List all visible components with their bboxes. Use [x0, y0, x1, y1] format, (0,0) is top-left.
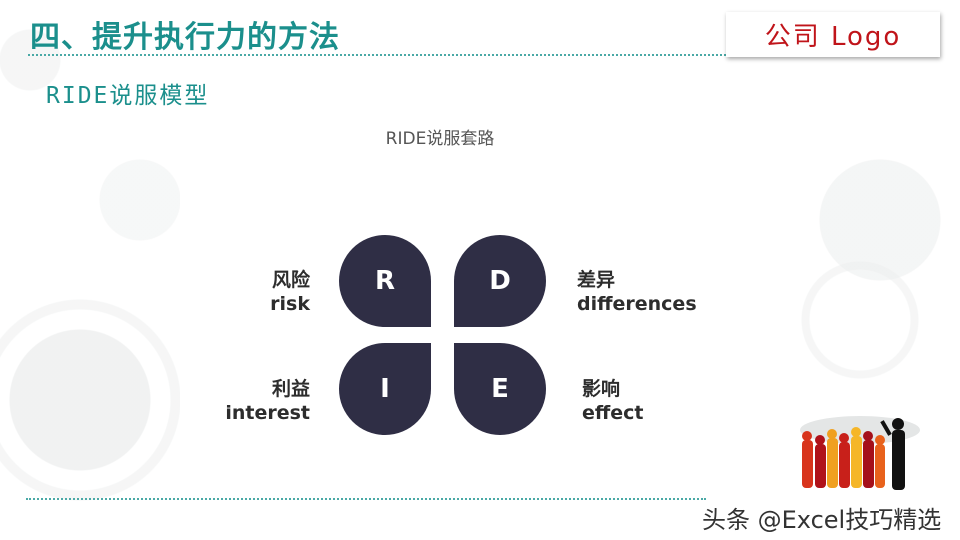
label-en: interest: [225, 402, 310, 424]
label-zh: 风险: [271, 269, 310, 291]
petal-letter: D: [489, 266, 511, 296]
label-effect: 影响 effect: [582, 377, 644, 425]
title-divider: [28, 54, 726, 56]
label-zh: 差异: [577, 269, 616, 291]
logo-text: 公司 Logo: [764, 22, 902, 52]
slide-title: 四、提升执行力的方法: [30, 20, 340, 55]
petal-e: E: [454, 343, 546, 435]
petal-i: I: [339, 343, 431, 435]
company-logo: 公司 Logo: [726, 12, 940, 57]
label-differences: 差异 differences: [577, 268, 697, 316]
footer-divider: [26, 498, 706, 500]
label-zh: 影响: [582, 378, 621, 400]
label-en: differences: [577, 293, 697, 315]
label-zh: 利益: [271, 378, 310, 400]
label-en: effect: [582, 402, 644, 424]
petal-letter: I: [380, 374, 390, 404]
petal-d: D: [454, 235, 546, 327]
petal-letter: R: [374, 266, 396, 296]
business-people-illustration: [800, 416, 920, 490]
label-risk: 风险 risk: [270, 268, 310, 316]
watermark: 头条 @Excel技巧精选: [702, 506, 942, 534]
label-en: risk: [270, 293, 310, 315]
diagram-title: RIDE说服套路: [385, 129, 495, 149]
label-interest: 利益 interest: [225, 377, 310, 425]
petal-r: R: [339, 235, 431, 327]
slide-subtitle: RIDE说服模型: [46, 83, 210, 109]
petal-letter: E: [491, 374, 509, 404]
